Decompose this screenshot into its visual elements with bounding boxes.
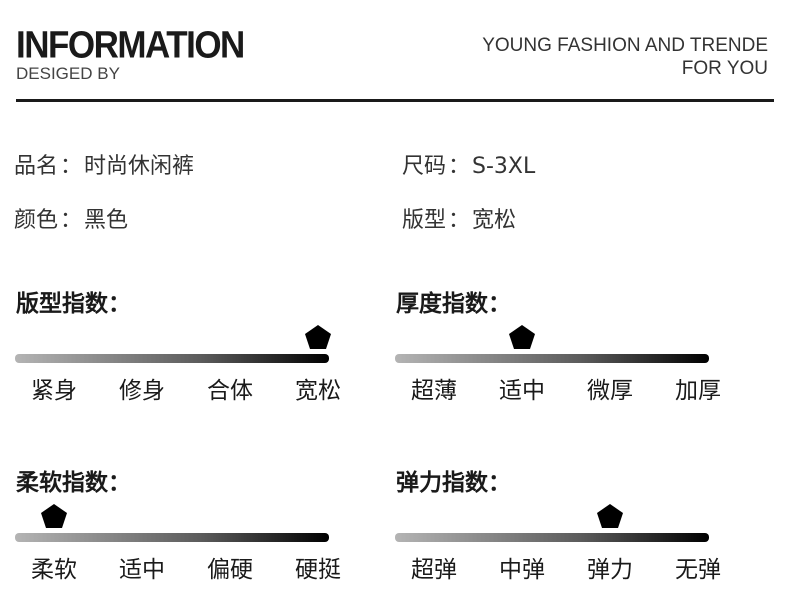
index-bar-softness <box>15 533 329 542</box>
index-title-fit: 版型指数： <box>16 291 131 317</box>
info-separator: ： <box>448 208 471 233</box>
index-label: 弹力 <box>587 557 633 583</box>
page-title: INFORMATION <box>16 24 245 67</box>
pentagon-marker-icon <box>596 503 624 529</box>
index-label: 宽松 <box>295 378 341 404</box>
index-bar-thickness <box>395 354 709 363</box>
info-separator: ： <box>60 154 83 179</box>
index-bar-elasticity <box>395 533 709 542</box>
info-color: 颜色：黑色 <box>14 202 128 234</box>
info-separator: ： <box>448 154 471 179</box>
index-bar-fit <box>15 354 329 363</box>
info-value: 时尚休闲裤 <box>84 154 195 179</box>
index-label: 紧身 <box>31 378 77 404</box>
pentagon-marker-icon <box>304 324 332 350</box>
tagline-line-2: FOR YOU <box>681 58 768 79</box>
index-title-thickness: 厚度指数： <box>396 291 511 317</box>
index-label: 超弹 <box>411 557 457 583</box>
index-title-elasticity: 弹力指数： <box>396 470 511 496</box>
index-label: 硬挺 <box>295 557 341 583</box>
index-label: 中弹 <box>499 557 545 583</box>
info-value: S-3XL <box>472 154 536 179</box>
index-label: 适中 <box>499 378 545 404</box>
info-fit: 版型：宽松 <box>402 202 516 234</box>
info-size: 尺码：S-3XL <box>402 148 535 180</box>
index-label: 适中 <box>119 557 165 583</box>
index-label: 加厚 <box>675 378 721 404</box>
index-label: 修身 <box>119 378 165 404</box>
designed-by-label: DESIGED BY <box>16 64 120 83</box>
index-label: 柔软 <box>31 557 77 583</box>
index-label: 偏硬 <box>207 557 253 583</box>
info-label: 版型 <box>402 208 447 233</box>
info-label: 颜色 <box>14 208 59 233</box>
header-divider <box>16 99 774 102</box>
info-separator: ： <box>60 208 83 233</box>
info-value: 宽松 <box>472 208 517 233</box>
tagline-line-1: YOUNG FASHION AND TRENDE <box>482 35 768 56</box>
pentagon-marker-icon <box>40 503 68 529</box>
index-title-softness: 柔软指数： <box>16 470 131 496</box>
info-value: 黑色 <box>84 208 129 233</box>
info-product-name: 品名：时尚休闲裤 <box>14 148 194 180</box>
index-label: 无弹 <box>675 557 721 583</box>
tagline: YOUNG FASHION AND TRENDE FOR YOU <box>482 34 768 80</box>
index-label: 合体 <box>207 378 253 404</box>
index-label: 微厚 <box>587 378 633 404</box>
pentagon-marker-icon <box>508 324 536 350</box>
info-label: 尺码 <box>402 154 447 179</box>
index-label: 超薄 <box>411 378 457 404</box>
info-label: 品名 <box>14 154 59 179</box>
